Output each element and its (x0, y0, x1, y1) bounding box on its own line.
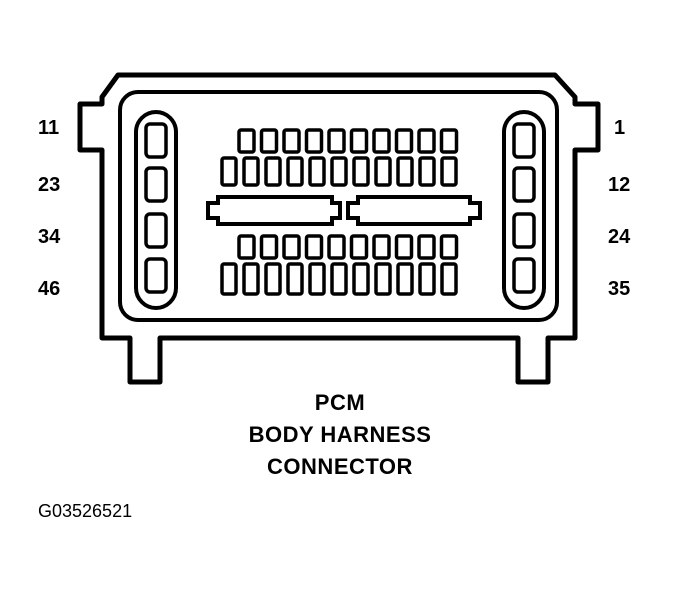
right-terminal-column (502, 110, 546, 310)
center-slot (308, 262, 326, 296)
caption-line-1: PCM (314, 390, 366, 415)
right-slot (512, 212, 536, 249)
center-slot (396, 262, 414, 296)
center-slot (440, 156, 458, 187)
center-slot (220, 156, 238, 187)
center-terminal-grid (220, 128, 459, 296)
center-slot (264, 156, 282, 187)
pin-number-left-4: 46 (38, 278, 61, 300)
center-slot (282, 128, 301, 154)
center-slot (417, 234, 436, 260)
center-slot (418, 156, 436, 187)
left-slot (144, 166, 168, 203)
center-slot (237, 128, 256, 154)
left-terminal-slots (144, 122, 168, 294)
center-slot (374, 262, 392, 296)
right-slot (512, 257, 536, 294)
center-slot (352, 262, 370, 296)
center-slot (439, 128, 459, 154)
connector-inner-outline (118, 90, 559, 322)
center-slot (327, 128, 346, 154)
left-slot (144, 212, 168, 249)
center-slot (418, 262, 436, 296)
center-slot (352, 156, 370, 187)
center-slot (282, 234, 301, 260)
center-slot (372, 128, 391, 154)
left-terminal-column (134, 110, 178, 310)
left-slot (144, 122, 168, 159)
center-slot (330, 156, 348, 187)
pin-number-right-2: 12 (608, 174, 631, 196)
center-slot (417, 128, 436, 154)
pin-number-right-3: 24 (608, 226, 631, 248)
figure-id: G03526521 (38, 501, 133, 521)
center-slot (330, 262, 348, 296)
center-slot (308, 156, 326, 187)
right-slot (512, 122, 536, 159)
pin-number-left-1: 11 (38, 117, 60, 139)
center-slot (440, 262, 458, 296)
caption-line-3: CONNECTOR (267, 454, 413, 479)
center-latch-left (206, 195, 342, 226)
center-slot (349, 234, 369, 260)
pin-number-left-3: 34 (38, 226, 61, 248)
center-slot (439, 234, 459, 260)
center-slot (374, 156, 392, 187)
center-slot (286, 262, 304, 296)
center-slot (304, 128, 324, 154)
center-slot (242, 156, 260, 187)
center-slot (259, 234, 279, 260)
center-slot (394, 128, 414, 154)
center-slot (259, 128, 279, 154)
center-slot (327, 234, 346, 260)
center-slot (242, 262, 260, 296)
left-slot (144, 257, 168, 294)
pin-number-right-1: 1 (614, 117, 626, 139)
caption-line-2: BODY HARNESS (248, 422, 432, 447)
right-slot (512, 166, 536, 203)
right-terminal-slots (512, 122, 536, 294)
center-slot (220, 262, 238, 296)
pin-number-right-4: 35 (608, 278, 631, 300)
center-slot (286, 156, 304, 187)
center-slot (372, 234, 391, 260)
center-slot (264, 262, 282, 296)
center-latch-right (346, 195, 482, 226)
center-slot (349, 128, 369, 154)
center-slot (237, 234, 256, 260)
connector-housing (77, 72, 601, 385)
center-slot (394, 234, 414, 260)
pin-number-left-2: 23 (38, 174, 61, 196)
center-slot (304, 234, 324, 260)
center-slot (396, 156, 414, 187)
